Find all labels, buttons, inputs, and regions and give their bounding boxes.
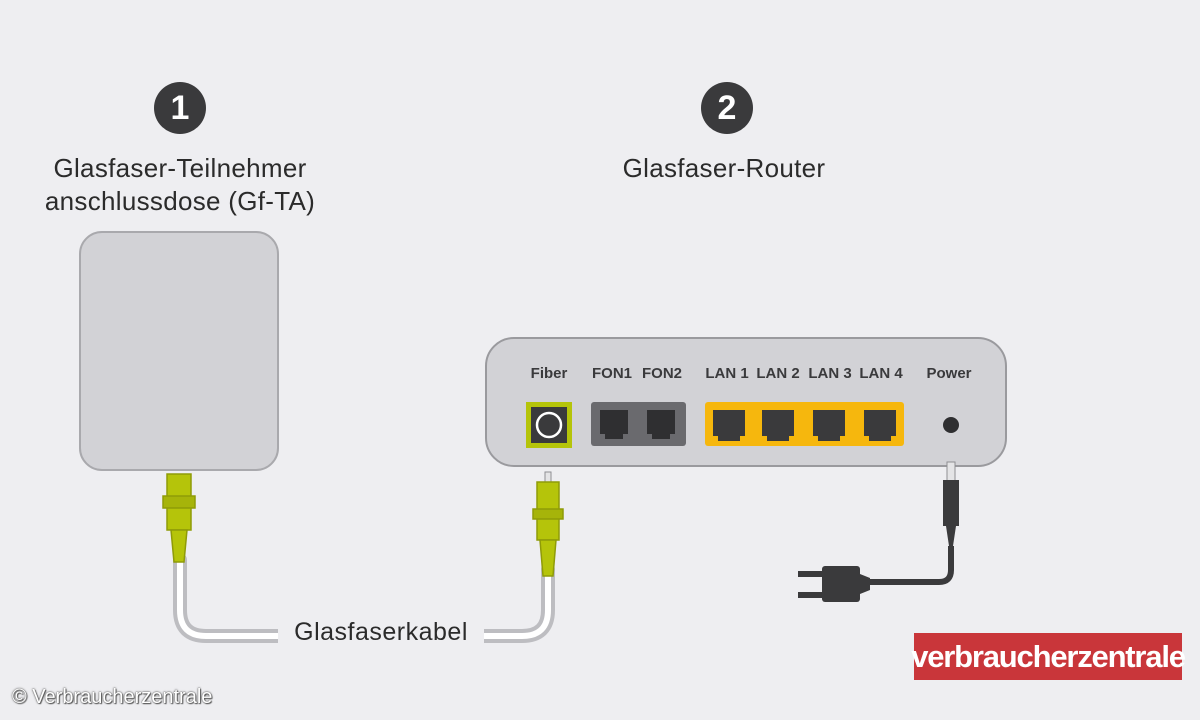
port-label-lan4: LAN 4 [859, 365, 903, 382]
step-1-title: Glasfaser-Teilnehmer anschlussdose (Gf-T… [30, 152, 330, 218]
step-1-title-line-1: Glasfaser-Teilnehmer [53, 153, 307, 183]
step-2-title: Glasfaser-Router [622, 153, 826, 183]
gfta-box [79, 231, 279, 471]
gfta-connector [162, 473, 196, 563]
port-label-fon2: FON2 [641, 365, 682, 382]
step-1-number: 1 [170, 88, 190, 127]
port-label-fiber: Fiber [530, 365, 568, 382]
fiber-port [526, 402, 572, 448]
copyright-notice: © Verbraucherzentrale [12, 686, 213, 708]
brand-logo: verbraucherzentrale [911, 633, 1186, 680]
port-label-lan3: LAN 3 [808, 365, 852, 382]
step-1-title-line-2: anschlussdose (Gf-TA) [44, 186, 316, 216]
port-label-lan2: LAN 2 [756, 365, 800, 382]
fon-ports [591, 402, 686, 446]
power-cable [798, 461, 959, 602]
port-label-lan1: LAN 1 [705, 365, 749, 382]
lan-ports [705, 402, 904, 446]
step-2-badge: 2 [701, 82, 753, 134]
port-label-fon1: FON1 [591, 365, 632, 382]
step-1-badge: 1 [154, 82, 206, 134]
cable-label: Glasfaserkabel [278, 611, 484, 654]
router-fiber-connector [532, 471, 564, 577]
power-port [943, 417, 959, 433]
step-2-number: 2 [717, 88, 737, 127]
port-label-power: Power [926, 365, 972, 382]
